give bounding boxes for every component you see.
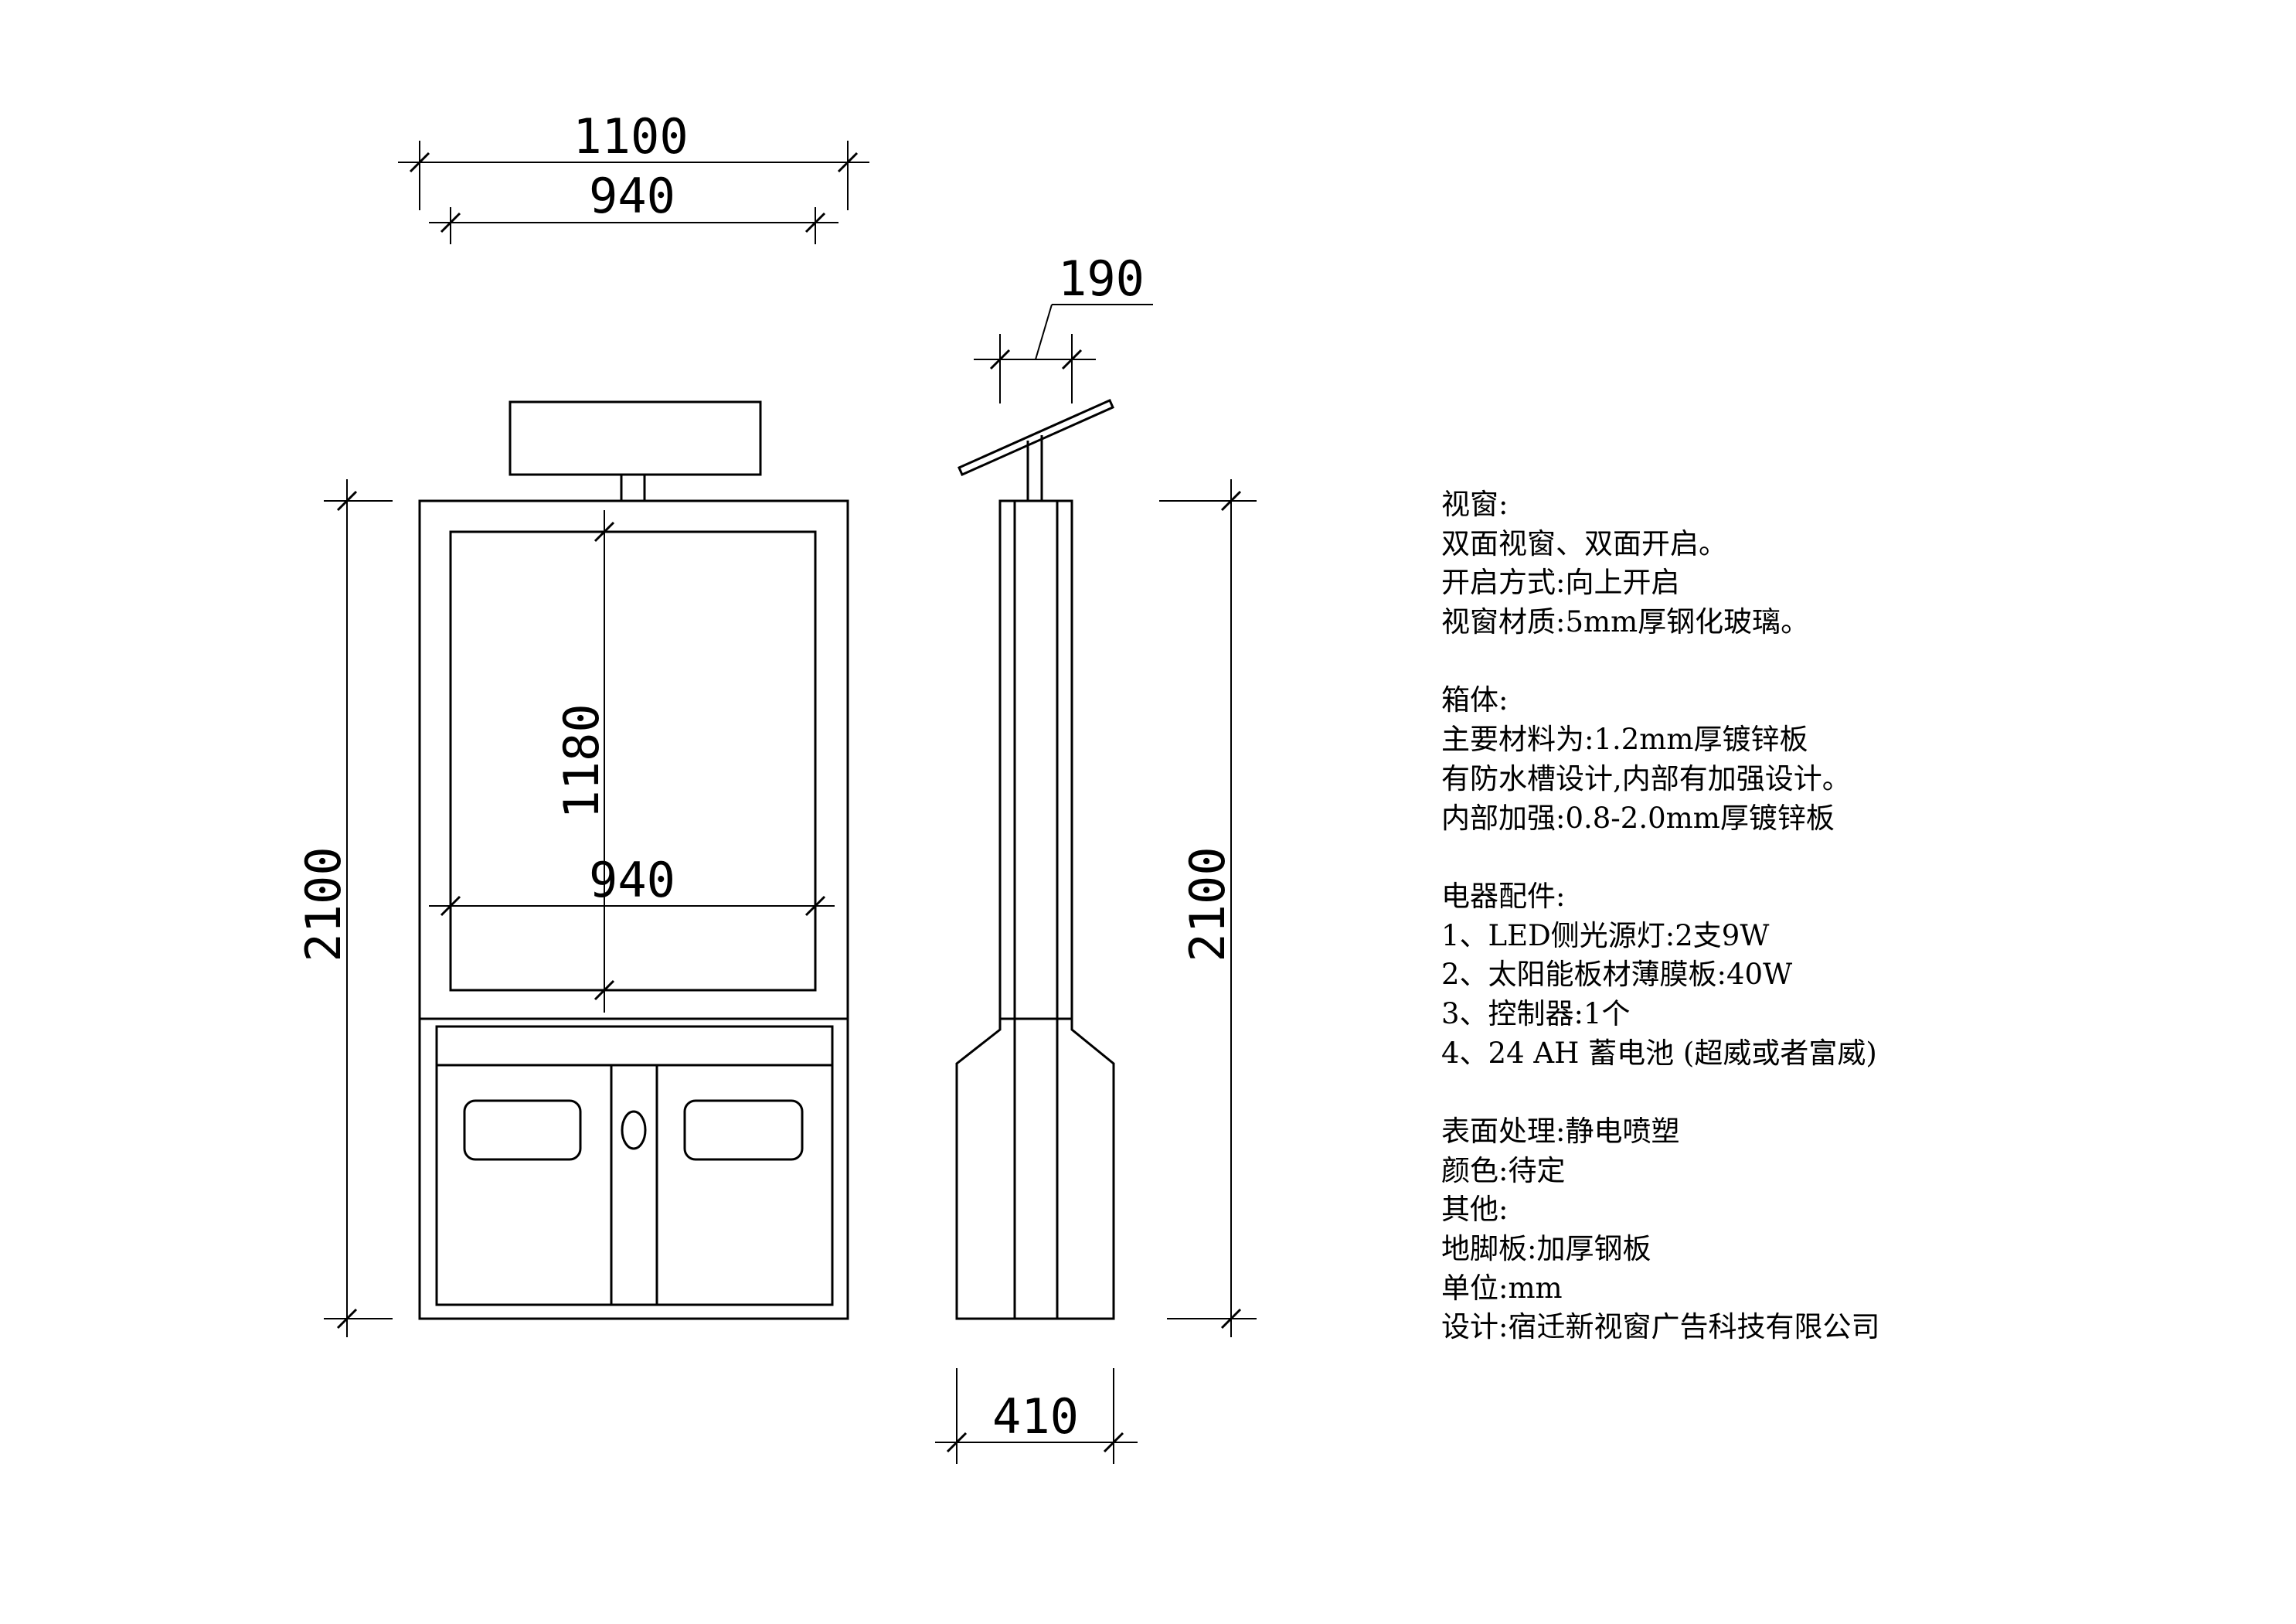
dim-side-panel-depth: 190 bbox=[1058, 250, 1145, 307]
front-elevation bbox=[418, 400, 849, 1320]
note-misc-line: 其他: bbox=[1441, 1193, 1509, 1227]
note-window-heading: 视窗: bbox=[1441, 488, 1509, 521]
note-misc-line: 设计:宿迁新视窗广告科技有限公司 bbox=[1441, 1310, 1880, 1344]
dim-front-window-width: 940 bbox=[589, 852, 675, 908]
note-cabinet-line: 内部加强:0.8-2.0mm厚镀锌板 bbox=[1441, 801, 1835, 835]
front-lock bbox=[621, 1110, 647, 1150]
note-misc-line: 表面处理:静电喷塑 bbox=[1441, 1115, 1680, 1148]
front-window bbox=[449, 530, 817, 992]
note-window-line: 视窗材质:5mm厚钢化玻璃。 bbox=[1441, 605, 1810, 639]
dim-side-base-width: 410 bbox=[992, 1388, 1079, 1445]
note-window-line: 双面视窗、双面开启。 bbox=[1441, 526, 1727, 560]
side-solar-panel bbox=[958, 399, 1114, 476]
note-cabinet-line: 有防水槽设计,内部有加强设计。 bbox=[1441, 761, 1851, 795]
note-electrical-line: 4、24 AH 蓄电池 (超威或者富威) bbox=[1441, 1036, 1877, 1070]
note-electrical-line: 3、控制器:1个 bbox=[1441, 996, 1631, 1030]
note-cabinet-line: 主要材料为:1.2mm厚镀锌板 bbox=[1441, 723, 1808, 757]
side-base bbox=[955, 1017, 1115, 1320]
front-solar-panel bbox=[509, 400, 762, 476]
front-vent-right bbox=[683, 1099, 804, 1161]
note-electrical-line: 1、LED侧光源灯:2支9W bbox=[1441, 918, 1770, 952]
note-electrical-heading: 电器配件: bbox=[1441, 879, 1566, 913]
front-base-cabinet bbox=[435, 1025, 834, 1306]
note-misc-line: 颜色:待定 bbox=[1441, 1153, 1566, 1187]
note-window-line: 开启方式:向上开启 bbox=[1441, 566, 1680, 600]
specification-notes: 视窗: 双面视窗、双面开启。 开启方式:向上开启 视窗材质:5mm厚钢化玻璃。 … bbox=[1441, 485, 2137, 1347]
front-dimensions: 1100 940 2100 1180 940 bbox=[295, 108, 869, 1337]
note-misc-line: 地脚板:加厚钢板 bbox=[1441, 1232, 1651, 1266]
front-outer-frame bbox=[418, 499, 849, 1320]
side-elevation bbox=[955, 399, 1115, 1320]
dim-front-window-height: 1180 bbox=[553, 703, 610, 819]
dim-side-total-height: 2100 bbox=[1179, 846, 1236, 962]
front-solar-post bbox=[620, 473, 646, 502]
dim-front-inner-width: 940 bbox=[589, 168, 675, 224]
side-pole bbox=[1013, 499, 1059, 1320]
dim-front-total-height: 2100 bbox=[295, 846, 352, 962]
note-misc-line: 单位:mm bbox=[1441, 1271, 1563, 1305]
front-vent-left bbox=[463, 1099, 582, 1161]
side-dimensions: 190 2100 410 bbox=[935, 250, 1257, 1464]
dim-front-total-width: 1100 bbox=[573, 108, 688, 165]
note-electrical-line: 2、太阳能板材薄膜板:40W bbox=[1441, 958, 1793, 992]
note-cabinet-heading: 箱体: bbox=[1441, 683, 1509, 717]
